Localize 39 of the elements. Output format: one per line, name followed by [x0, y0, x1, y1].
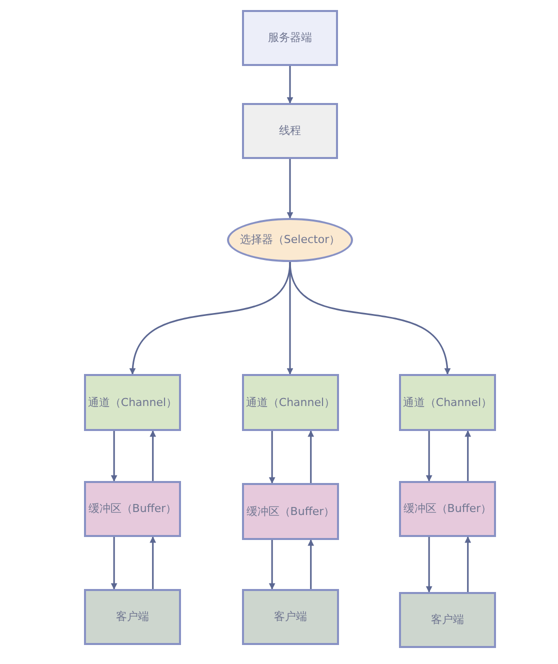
node-label: 线程: [279, 124, 301, 138]
buffer-box: [84, 481, 181, 537]
node-label: 通道（Channel）: [402, 396, 492, 410]
arrow: [286, 159, 294, 219]
arrow: [289, 262, 450, 375]
arrow: [308, 430, 314, 483]
node-label: 客户端: [116, 610, 149, 624]
arrow: [268, 540, 276, 590]
buffer-box: [242, 483, 339, 540]
arrow: [464, 430, 472, 481]
node-label: 通道（Channel）: [246, 396, 336, 410]
client-box: [84, 589, 181, 645]
node-label: 缓冲区（Buffer）: [88, 502, 177, 516]
arrow: [286, 66, 294, 104]
arrow: [268, 431, 276, 484]
node-label: 缓冲区（Buffer）: [403, 502, 492, 516]
client-box: [399, 592, 496, 648]
arrow: [150, 536, 156, 589]
thread-box: [242, 103, 338, 159]
arrow: [426, 537, 432, 593]
node-label: 缓冲区（Buffer）: [246, 504, 335, 518]
node-label: 客户端: [431, 613, 464, 627]
arrow: [110, 431, 118, 482]
arrow: [286, 262, 294, 375]
arrow: [308, 539, 314, 589]
node-label: 客户端: [274, 610, 307, 624]
node-label: 服务器端: [268, 31, 312, 45]
node-label: 通道（Channel）: [88, 396, 178, 410]
channel-box: [242, 374, 339, 431]
server-box: [242, 10, 338, 66]
arrow: [150, 430, 156, 481]
channel-box: [84, 374, 181, 431]
arrow: [110, 537, 118, 590]
client-box: [242, 589, 339, 645]
channel-box: [399, 374, 496, 431]
node-label: 选择器（Selector）: [240, 233, 340, 247]
arrow: [426, 431, 432, 482]
buffer-box: [399, 481, 496, 537]
arrow: [464, 536, 472, 592]
